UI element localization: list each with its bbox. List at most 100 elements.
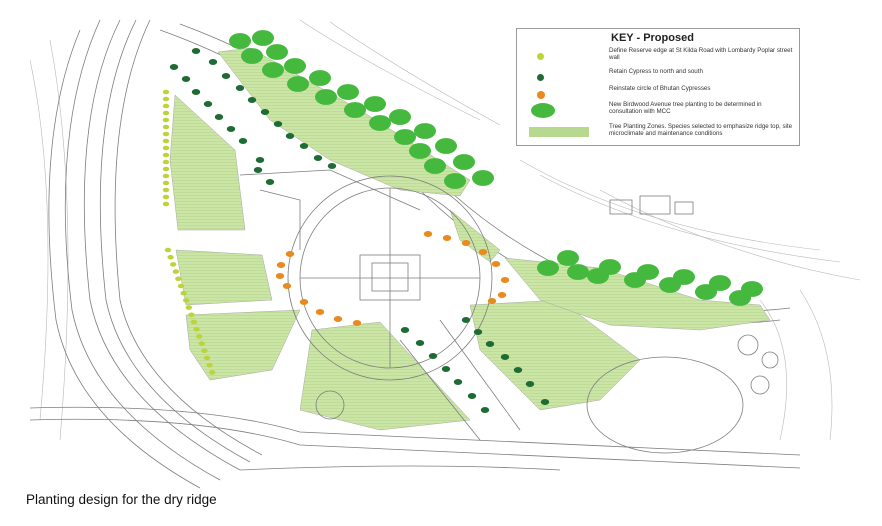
- birdwood-avenue-tree: [599, 259, 621, 275]
- cypress-tree: [214, 113, 224, 121]
- cypress-tree: [299, 142, 309, 150]
- cypress-tree: [191, 47, 201, 55]
- poplar-tree: [172, 269, 179, 274]
- birdwood-avenue-tree: [424, 158, 446, 174]
- cypress-tree: [181, 75, 191, 83]
- cypress-tree: [327, 162, 337, 170]
- cypress-tree: [525, 380, 535, 388]
- birdwood-avenue-tree: [709, 275, 731, 291]
- poplar-tree: [162, 173, 170, 179]
- birdwood-avenue-tree: [557, 250, 579, 266]
- poplar-tree: [183, 298, 190, 303]
- planting-zone-swatch-icon: [529, 125, 589, 141]
- poplar-tree: [175, 276, 182, 282]
- birdwood-avenue-tree: [315, 89, 337, 105]
- key-item-cypress: Retain Cypress to north and south: [517, 68, 801, 88]
- bhutan-cypress-tree: [299, 298, 309, 306]
- birdwood-avenue-tree: [444, 173, 466, 189]
- poplar-tree: [162, 145, 170, 151]
- cypress-tree: [428, 352, 438, 360]
- birdwood-avenue-tree: [673, 269, 695, 285]
- bhutan-cypress-tree: [497, 291, 507, 299]
- site-plan-map: [29, 19, 861, 489]
- cypress-tree: [255, 156, 265, 164]
- cypress-tree: [247, 96, 257, 104]
- cypress-tree: [191, 88, 201, 96]
- poplar-tree: [196, 334, 203, 339]
- birdwood-avenue-tree: [344, 102, 366, 118]
- bhutan-cypress-tree: [442, 234, 452, 242]
- bhutan-cypress-tree: [491, 260, 501, 268]
- poplar-tree: [162, 124, 170, 130]
- poplar-tree: [162, 103, 170, 109]
- poplar-tree: [188, 312, 195, 318]
- bhutan-cypress-tree: [315, 308, 325, 316]
- birdwood-avenue-tree: [537, 260, 559, 276]
- bhutan-cypress-tree: [423, 230, 433, 238]
- cypress-tree: [285, 132, 295, 140]
- poplar-tree: [162, 110, 170, 116]
- cypress-tree: [453, 378, 463, 386]
- orange-dot-icon: [529, 87, 563, 103]
- bhutan-cypress-tree: [275, 272, 285, 280]
- observatory-buildings: [609, 195, 779, 395]
- birdwood-avenue-tree: [252, 30, 274, 46]
- key-item-birdwood: New Birdwood Avenue tree planting to be …: [517, 101, 801, 121]
- birdwood-avenue-tree: [637, 264, 659, 280]
- poplar-tree: [162, 117, 170, 123]
- cypress-tree: [473, 328, 483, 336]
- cypress-tree: [226, 125, 236, 133]
- trees-layer: [162, 30, 763, 414]
- contour-lines: [29, 19, 861, 441]
- lower-roads: [29, 406, 801, 471]
- cypress-tree: [313, 154, 323, 162]
- birdwood-avenue-tree: [394, 129, 416, 145]
- bhutan-cypress-tree: [500, 276, 510, 284]
- cypress-tree: [513, 366, 523, 374]
- birdwood-avenue-tree: [229, 33, 251, 49]
- cypress-tree: [400, 326, 410, 334]
- tree-planting-zones: [169, 47, 771, 431]
- bhutan-cypress-tree: [333, 315, 343, 323]
- poplar-tree: [203, 355, 211, 361]
- cypress-tree: [461, 316, 471, 324]
- birdwood-avenue-tree: [369, 115, 391, 131]
- cypress-tree: [273, 120, 283, 128]
- small-dot-icon: [529, 49, 563, 65]
- figure-caption: Planting design for the dry ridge: [26, 492, 217, 507]
- birdwood-avenue-tree: [287, 76, 309, 92]
- central-plaza: [239, 169, 521, 441]
- birdwood-avenue-tree: [453, 154, 475, 170]
- key-item-label: Retain Cypress to north and south: [609, 68, 703, 75]
- poplar-tree: [162, 194, 170, 200]
- cypress-tree: [500, 353, 510, 361]
- key-item-label: Define Reserve edge at St Kilda Road wit…: [609, 47, 793, 61]
- cypress-tree: [540, 398, 550, 406]
- st-kilda-road: [48, 19, 263, 489]
- birdwood-avenue-tree: [337, 84, 359, 100]
- cypress-tree: [169, 63, 179, 71]
- cypress-tree: [238, 137, 248, 145]
- cypress-tree: [253, 166, 263, 174]
- key-item-zones: Tree Planting Zones. Species selected to…: [517, 123, 801, 143]
- birdwood-avenue-tree: [414, 123, 436, 139]
- birdwood-avenue-tree: [266, 44, 288, 60]
- memorial-oval: [315, 356, 744, 454]
- poplar-tree: [201, 348, 208, 354]
- birdwood-avenue-tree: [389, 109, 411, 125]
- poplar-tree: [185, 305, 192, 310]
- key-item-label: New Birdwood Avenue tree planting to be …: [609, 101, 762, 115]
- birdwood-avenue-tree: [309, 70, 331, 86]
- cypress-tree: [415, 339, 425, 347]
- poplar-tree: [162, 180, 170, 186]
- bhutan-cypress-tree: [487, 297, 497, 305]
- poplar-tree: [164, 247, 172, 253]
- key-item-poplar: Define Reserve edge at St Kilda Road wit…: [517, 47, 801, 67]
- key-item-bhutan: Reinstate circle of Bhutan Cypresses: [517, 85, 801, 105]
- poplar-tree: [180, 290, 187, 296]
- poplar-tree: [198, 341, 205, 346]
- poplar-tree: [162, 187, 170, 193]
- poplar-tree: [162, 159, 170, 165]
- bhutan-cypress-tree: [285, 250, 295, 258]
